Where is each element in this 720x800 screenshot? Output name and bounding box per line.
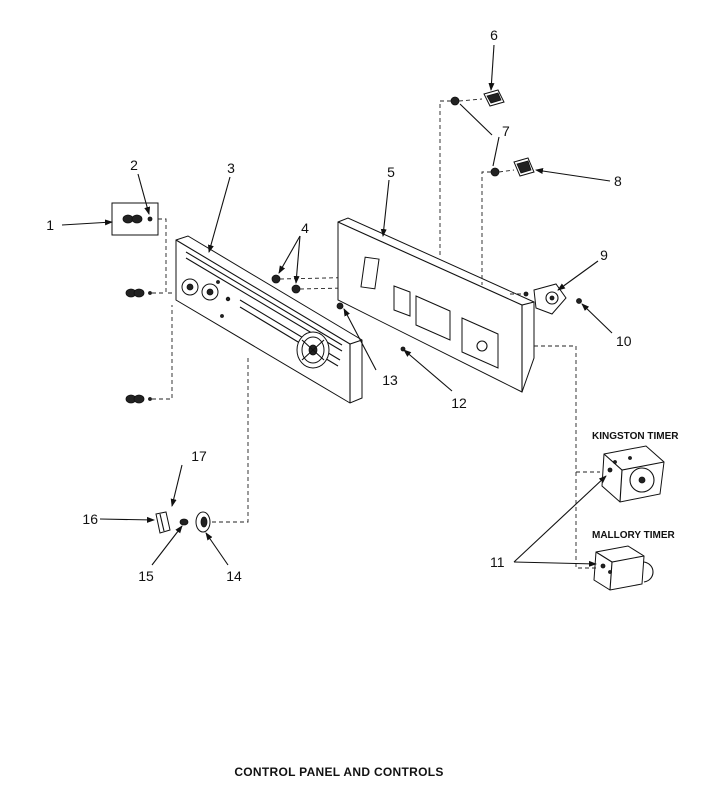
part-6-switch — [483, 89, 505, 107]
part-clip-lower — [125, 394, 152, 404]
part-5-rear-panel — [336, 217, 535, 393]
callout-10: 10 — [616, 333, 632, 349]
callout-12: 12 — [451, 395, 467, 411]
callout-15: 15 — [138, 568, 154, 584]
part-16-knob-cap — [155, 511, 171, 534]
part-1-bracket — [111, 202, 159, 236]
part-3-control-panel — [175, 235, 363, 404]
part-14-knob-base — [195, 511, 211, 533]
diagram-caption: CONTROL PANEL AND CONTROLS — [234, 765, 443, 779]
callout-1: 1 — [46, 217, 54, 233]
callout-6: 6 — [490, 27, 498, 43]
callout-9: 9 — [600, 247, 608, 263]
part-8-switch — [513, 157, 535, 177]
callout-4: 4 — [301, 220, 309, 236]
callout-14: 14 — [226, 568, 242, 584]
part-11-mallory-timer — [593, 545, 654, 591]
callout-3: 3 — [227, 160, 235, 176]
part-9-rotary-switch — [523, 283, 567, 315]
part-15-spring — [179, 518, 189, 526]
kingston-timer-label: KINGSTON TIMER — [592, 431, 679, 442]
callout-2: 2 — [130, 157, 138, 173]
callout-8: 8 — [614, 173, 622, 189]
callout-5: 5 — [387, 164, 395, 180]
part-7-connectors — [450, 96, 500, 177]
callout-11: 11 — [490, 554, 505, 570]
mallory-timer-label: MALLORY TIMER — [592, 530, 676, 541]
callout-7: 7 — [502, 123, 510, 139]
callout-17: 17 — [191, 448, 207, 464]
part-10-screw — [576, 298, 582, 304]
leader-lines — [61, 44, 613, 567]
part-clip-middle — [125, 288, 152, 298]
part-11-kingston-timer — [601, 445, 665, 503]
callout-13: 13 — [382, 372, 398, 388]
callout-16: 16 — [82, 511, 98, 527]
